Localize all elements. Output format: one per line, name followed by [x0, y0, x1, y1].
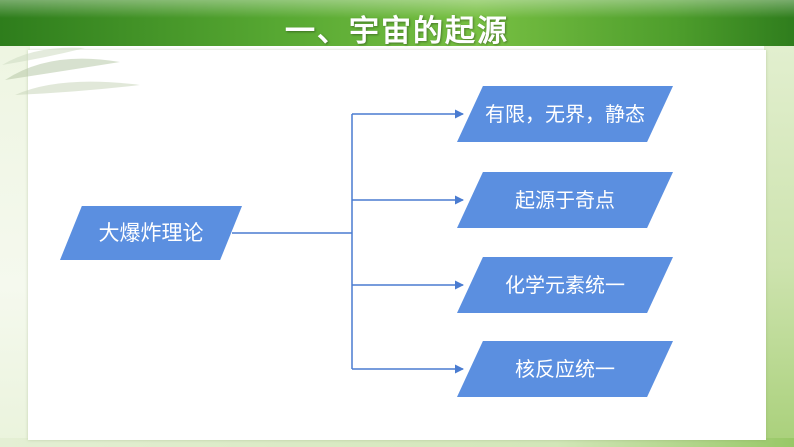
node-branch-1-label: 有限，无界，静态 [485, 102, 645, 126]
left-decor-strip [0, 46, 30, 447]
right-decor-strip [764, 46, 794, 447]
header-bar: 一、宇宙的起源 [0, 0, 794, 49]
node-branch-nuclear-reaction-unified: 核反应统一 [457, 341, 673, 397]
node-branch-3-label: 化学元素统一 [505, 273, 625, 297]
node-branch-finite-unbounded-static: 有限，无界，静态 [457, 86, 673, 142]
bamboo-leaf-decoration [2, 47, 140, 95]
page-title: 一、宇宙的起源 [285, 14, 509, 49]
node-big-bang-theory: 大爆炸理论 [60, 206, 242, 260]
header-shine [0, 0, 794, 18]
bottom-decor-strip [0, 438, 794, 447]
node-branch-2-label: 起源于奇点 [515, 188, 615, 212]
node-root-label: 大爆炸理论 [98, 221, 204, 245]
node-branch-chemical-elements-unified: 化学元素统一 [457, 257, 673, 313]
node-branch-4-label: 核反应统一 [515, 357, 615, 381]
node-branch-singularity-origin: 起源于奇点 [457, 172, 673, 228]
